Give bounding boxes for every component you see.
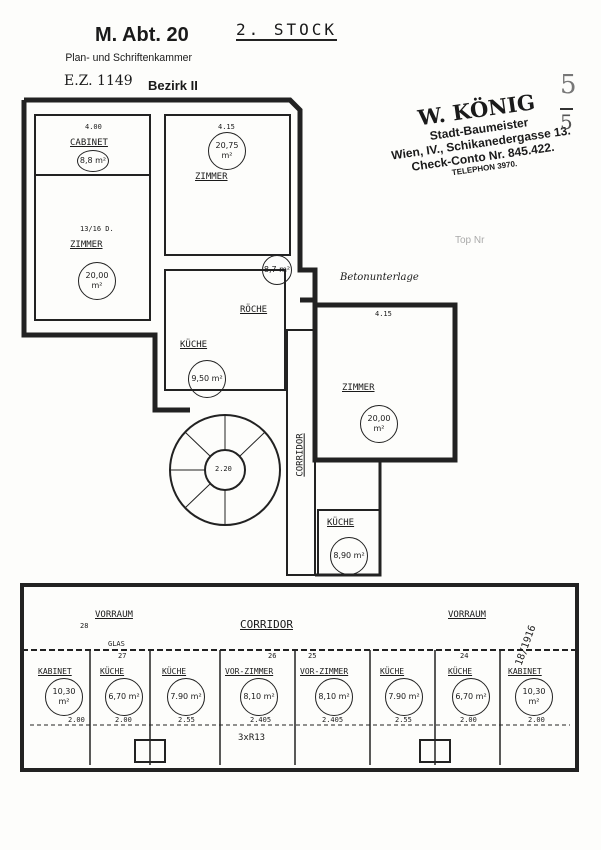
room-outline-cabinet [34,114,151,321]
corridor-vertical [286,329,316,576]
room-label: KÜCHE [448,667,473,676]
room-label: KÜCHE [180,340,208,350]
room-area: 7.90 m² [385,678,423,716]
room-label: KABINET [38,667,72,676]
room-area: 8,8 m² [77,150,109,172]
room-area: 10,30 m² [45,678,83,716]
floor-title: 2. STOCK [236,20,338,41]
ez-number: E.Z. 1149 [64,73,133,89]
room-label: RÖCHE [240,305,268,315]
room-area: 10,30 m² [515,678,553,716]
door-note: 13/16 D. [80,225,114,233]
room-label: CABINET [70,138,108,148]
room-label: KÜCHE [327,518,355,528]
room-area: 7.90 m² [167,678,205,716]
dimension: 2.00 [460,716,477,724]
department-stamp: M. Abt. 20 [95,24,189,46]
room-label: VOR-ZIMMER [300,667,349,676]
room-area: 20,00 m² [360,405,398,443]
department-subtitle: Plan- und Schriftenkammer [65,52,192,64]
dimension: 2.00 [68,716,85,724]
room-area: 8,10 m² [240,678,278,716]
dimension: 2.00 [528,716,545,724]
room-area: 8,90 m² [330,537,368,575]
room-outline-kitchen [164,269,286,391]
unit-number: 25 [308,652,317,660]
room-label: ZIMMER [70,240,103,250]
room-area: 8,7 m² [262,255,292,285]
room-area: 6,70 m² [105,678,143,716]
room-label: KABINET [508,667,542,676]
glass-label: GLAS [108,640,125,648]
dimension: 2.405 [250,716,272,724]
corridor-label: CORRIDOR [295,433,306,477]
unit-number: 24 [460,652,469,660]
dimension: 4.00 [85,123,102,131]
dimension: 4.15 [375,310,392,318]
room-area: 6,70 m² [452,678,490,716]
room-area: 8,10 m² [315,678,353,716]
dimension: 2.55 [395,716,412,724]
page-number-top: 5 [560,70,577,100]
dimension: 2.405 [322,716,344,724]
room-outline-zimmer-right [164,114,291,256]
upper-left-wing-walls [21,97,318,413]
concrete-note: Betonunterlage [340,272,419,283]
district-label: Bezirk II [148,78,198,93]
vorraum-label: VORRAUM [448,610,486,620]
room-label: ZIMMER [342,383,375,393]
chimney-label: 3xR13 [238,733,266,743]
room-area: 9,50 m² [188,360,226,398]
dimension: 2.55 [178,716,195,724]
unit-number: 27 [118,652,127,660]
room-label: KÜCHE [100,667,125,676]
room-label: KÜCHE [162,667,187,676]
room-area: 20,00 m² [78,262,116,300]
dimension: 4.15 [218,123,235,131]
lower-block-walls [20,583,579,772]
room-label: VOR-ZIMMER [225,667,274,676]
room-label: ZIMMER [195,172,228,182]
vorraum-label: VORRAUM [95,610,133,620]
corridor-label: CORRIDOR [240,618,293,631]
room-label: KÜCHE [380,667,405,676]
unit-number: 28 [80,622,89,630]
dimension: 2.20 [215,465,232,473]
faint-note: Top Nr [455,235,485,246]
unit-number: 26 [268,652,277,660]
room-area: 20,75 m² [208,132,246,170]
dimension: 2.00 [115,716,132,724]
page-number-bottom: 5 [560,108,573,134]
